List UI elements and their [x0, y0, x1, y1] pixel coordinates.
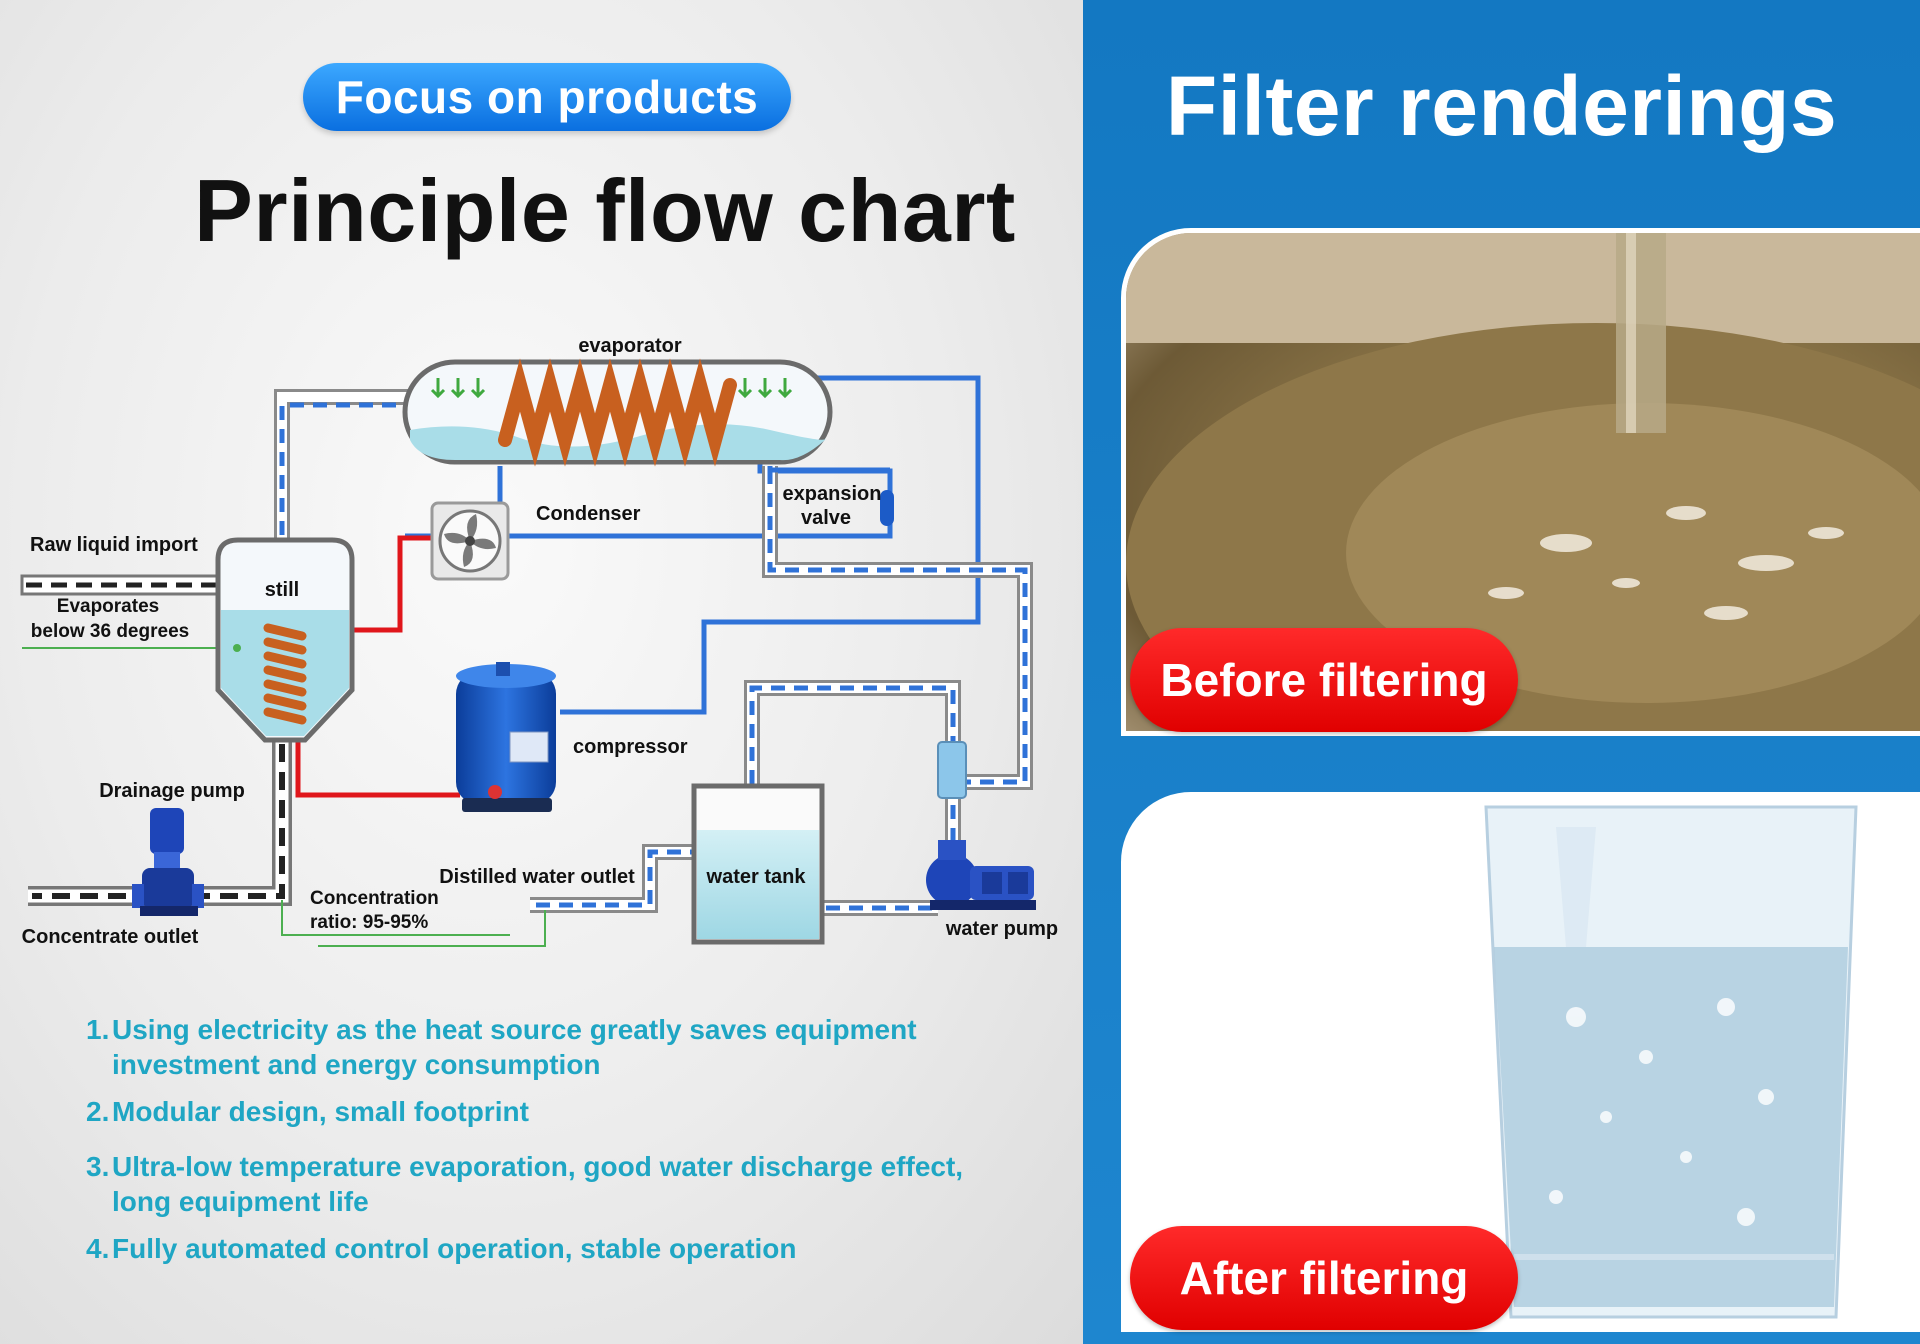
feature-text: Modular design, small footprint — [112, 1096, 529, 1127]
drainage-pump-icon — [132, 808, 204, 916]
raw-liquid-import-label: Raw liquid import — [30, 534, 198, 556]
after-filtering-badge: After filtering — [1130, 1226, 1518, 1330]
vapor-pipe — [274, 389, 410, 545]
distillate-pipe — [762, 466, 1033, 790]
compressor-label: compressor — [573, 736, 688, 758]
water-tank-label: water tank — [706, 866, 807, 888]
feature-number: 2. — [86, 1096, 110, 1127]
evaporator-coil — [498, 358, 737, 467]
focus-on-products-badge: Focus on products — [303, 63, 791, 131]
expansion-valve-label-1: expansion — [783, 483, 882, 505]
raw-liquid-pipe — [20, 574, 224, 596]
condenser-fan-icon — [430, 501, 510, 581]
clean-water-glass-illustration — [1484, 805, 1858, 1319]
feature-list: 1. Using electricity as the heat source … — [86, 1012, 986, 1278]
left-panel: Focus on products Principle flow chart — [0, 0, 1083, 1344]
evaporator-label: evaporator — [578, 335, 682, 357]
tank-loop-pipe — [744, 680, 967, 880]
drainage-pump-label: Drainage pump — [99, 780, 245, 802]
still-vessel — [215, 537, 355, 743]
before-filtering-badge: Before filtering — [1130, 628, 1518, 732]
still-label: still — [265, 579, 299, 601]
compressor-icon — [456, 662, 556, 812]
evaporates-label-2: below 36 degrees — [31, 621, 189, 642]
feature-number: 4. — [86, 1233, 110, 1264]
still-coil — [263, 623, 307, 725]
page-title: Principle flow chart — [194, 161, 1016, 260]
distilled-water-outlet-label: Distilled water outlet — [439, 866, 635, 888]
feature-text: Ultra-low temperature evaporation, good … — [112, 1151, 964, 1217]
feature-text: Using electricity as the heat source gre… — [112, 1014, 917, 1080]
filter-renderings-title: Filter renderings — [1165, 59, 1838, 153]
feature-number: 1. — [86, 1014, 110, 1045]
concentrate-pipe — [28, 740, 292, 906]
evaporator — [402, 358, 833, 467]
expansion-valve — [767, 466, 894, 526]
distilled-outlet-pipe — [530, 844, 694, 913]
feature-item: 3. Ultra-low temperature evaporation, go… — [86, 1149, 986, 1219]
condenser-label: Condenser — [536, 503, 641, 525]
principle-flow-diagram: evaporator Condenser expansion valve Raw… — [20, 335, 1058, 948]
evaporator-arrows-left — [430, 378, 486, 399]
concentration-label-2: ratio: 95-95% — [310, 912, 428, 933]
feature-item: 2. Modular design, small footprint — [86, 1094, 986, 1129]
feature-item: 4. Fully automated control operation, st… — [86, 1231, 986, 1266]
evaporates-label-1: Evaporates — [57, 596, 159, 617]
water-pump-label: water pump — [945, 918, 1058, 940]
concentrate-outlet-label: Concentrate outlet — [22, 926, 199, 948]
leader-lines — [22, 647, 546, 947]
feature-text: Fully automated control operation, stabl… — [112, 1233, 797, 1264]
water-pump-icon — [926, 840, 1036, 910]
evaporator-arrows-right — [737, 378, 793, 399]
feature-item: 1. Using electricity as the heat source … — [86, 1012, 986, 1082]
feature-number: 3. — [86, 1151, 110, 1182]
expansion-valve-label-2: valve — [801, 507, 851, 529]
concentration-label-1: Concentration — [310, 888, 439, 909]
water-tank — [691, 783, 825, 945]
